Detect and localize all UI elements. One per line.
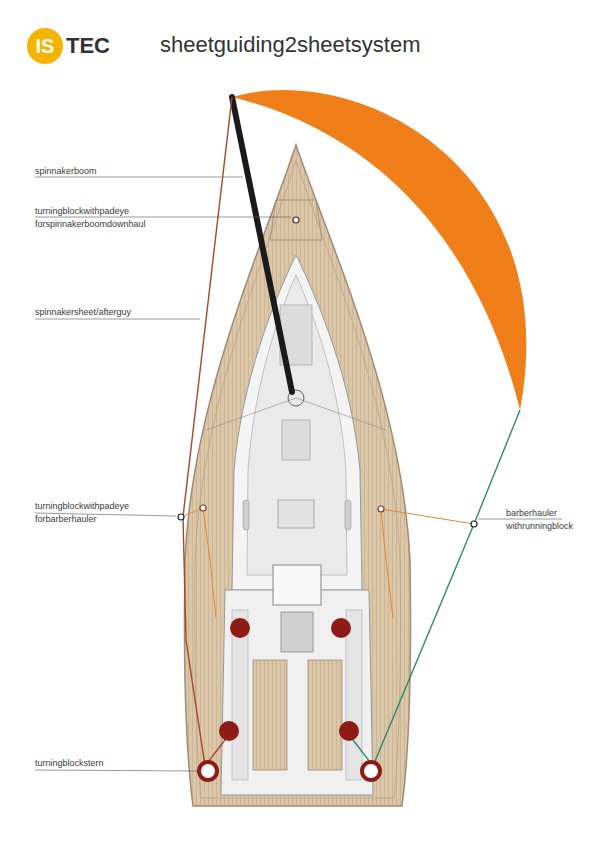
drawing-part <box>221 590 373 795</box>
drawing-part <box>308 660 342 770</box>
drawing-part <box>282 420 310 460</box>
logo-letters: TEC <box>66 34 110 58</box>
drawing-part <box>378 506 384 512</box>
drawing-part <box>362 762 380 780</box>
drawing-part <box>243 500 249 530</box>
drawing-part <box>232 97 292 392</box>
drawing-part <box>293 217 299 223</box>
part-label: barberhauler withrunningblock <box>506 507 573 533</box>
part-label: turningblockwithpadeye forbarberhauler <box>35 500 129 526</box>
drawing-part <box>339 721 359 741</box>
drawing-part <box>200 505 206 511</box>
drawing-part <box>35 177 562 771</box>
drawing-part <box>178 514 184 520</box>
page-title: sheetguiding2sheetsystem <box>160 32 421 58</box>
drawing-part <box>35 319 200 320</box>
part-label: turningblockstern <box>35 757 104 770</box>
drawing-part <box>278 500 314 528</box>
drawing-part <box>35 177 243 178</box>
drawing-part <box>331 618 351 638</box>
drawing-part <box>27 28 63 64</box>
drawing-part <box>346 610 362 780</box>
drawing-part <box>350 410 520 766</box>
drawing-part <box>381 509 474 618</box>
drawing-part <box>345 500 351 530</box>
drawing-part <box>281 612 313 652</box>
part-label: spinnakerboom <box>35 165 97 178</box>
drawing-part <box>253 660 287 770</box>
drawing-part <box>247 275 347 575</box>
drawing-part <box>35 217 291 218</box>
drawing-part <box>471 521 477 527</box>
drawing-part <box>183 97 232 766</box>
drawing-part <box>219 721 239 741</box>
drawing-part <box>232 255 362 590</box>
drawing-part <box>181 508 216 618</box>
drawing-part <box>296 398 386 430</box>
drawing-part <box>199 762 217 780</box>
drawing-part <box>206 398 296 430</box>
drawing-part <box>478 519 562 520</box>
part-label: turningblockwithpadeye forspinnakerboomd… <box>35 205 146 231</box>
drawing-part <box>273 565 321 605</box>
drawing-part <box>35 770 197 771</box>
drawing-part <box>230 618 250 638</box>
drawing-part <box>270 200 322 240</box>
drawing-part <box>184 145 410 806</box>
logo-letters: IS <box>36 34 55 58</box>
part-label: spinnakersheet/afterguy <box>35 306 131 319</box>
drawing-part <box>195 160 401 798</box>
